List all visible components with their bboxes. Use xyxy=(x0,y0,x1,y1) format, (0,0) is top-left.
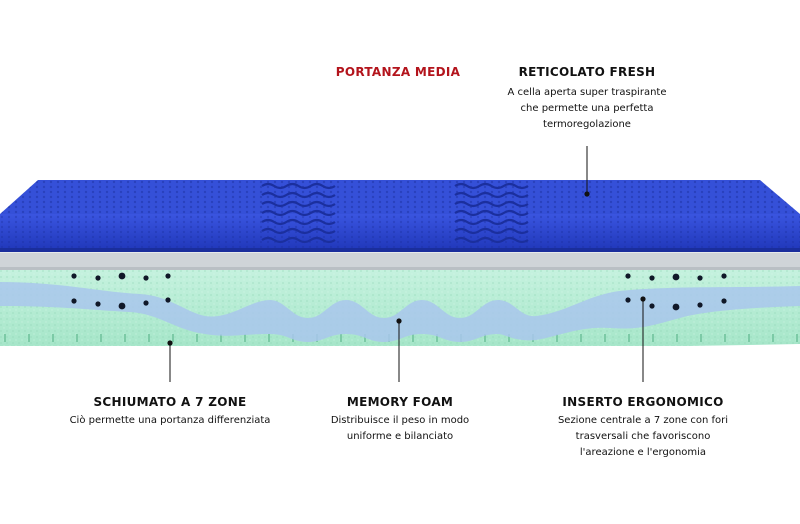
leader-lines xyxy=(169,146,644,382)
callout-title: SCHIUMATO A 7 ZONE xyxy=(93,395,247,409)
callout-zones: SCHIUMATO A 7 ZONE Ciò permette una port… xyxy=(50,394,290,429)
vent-hole xyxy=(649,275,655,281)
vent-hole xyxy=(649,303,655,309)
foam-notch xyxy=(748,334,750,342)
foam-notch xyxy=(772,334,774,342)
vent-hole xyxy=(95,301,101,307)
grey-comfort-layer xyxy=(0,250,800,270)
wave-line xyxy=(261,209,336,217)
wave-line xyxy=(261,191,336,199)
leader-dots xyxy=(167,191,646,346)
leader-dot-insert xyxy=(640,296,646,302)
foam-notch xyxy=(28,334,30,342)
foam-notch xyxy=(412,334,414,342)
ventilation-holes xyxy=(71,272,727,311)
blue-top-layer xyxy=(0,180,800,252)
vent-hole xyxy=(625,297,631,303)
wave-line xyxy=(261,200,336,208)
foam-notch xyxy=(172,334,174,342)
wave-line xyxy=(261,218,336,226)
wave-channels xyxy=(261,182,529,244)
vent-hole xyxy=(118,302,126,310)
wave-line xyxy=(261,236,336,244)
vent-hole xyxy=(672,273,680,281)
callout-line: l'areazione e l'ergonomia xyxy=(579,447,707,458)
vent-hole xyxy=(143,275,149,281)
vent-hole xyxy=(143,300,149,306)
foam-notch xyxy=(652,334,654,342)
vent-hole xyxy=(697,275,703,281)
foam-notch xyxy=(796,334,798,342)
callout-title: MEMORY FOAM xyxy=(346,395,454,409)
callout-line: A cella aperta super traspirante xyxy=(507,87,667,98)
callout-line: trasversali che favoriscono xyxy=(575,431,711,442)
foam-notch xyxy=(244,334,246,342)
load-badge: PORTANZA MEDIA xyxy=(335,65,461,79)
vent-hole xyxy=(721,273,727,279)
wave-line xyxy=(454,191,529,199)
vent-hole xyxy=(165,273,171,279)
foam-notch xyxy=(436,334,438,342)
callout-title: RETICOLATO FRESH xyxy=(518,65,656,79)
wave-line xyxy=(454,218,529,226)
foam-notch xyxy=(124,334,126,342)
vent-hole xyxy=(672,303,680,311)
foam-notch xyxy=(484,334,486,342)
foam-notch xyxy=(148,334,150,342)
wave-line xyxy=(454,236,529,244)
memory-foam-band xyxy=(0,282,800,342)
foam-notch xyxy=(220,334,222,342)
vent-hole xyxy=(71,273,77,279)
callout-top-layer: RETICOLATO FRESH A cella aperta super tr… xyxy=(475,64,699,133)
foam-notch xyxy=(580,334,582,342)
vent-hole xyxy=(95,275,101,281)
foam-notch xyxy=(268,334,270,342)
foam-notch xyxy=(628,334,630,342)
callout-line: che permette una perfetta xyxy=(520,103,654,114)
leader-dot-memory xyxy=(396,318,402,324)
foam-notch xyxy=(364,334,366,342)
foam-notch xyxy=(196,334,198,342)
wave-line xyxy=(261,182,336,190)
vent-hole xyxy=(697,302,703,308)
wave-line xyxy=(261,227,336,235)
foam-notch xyxy=(604,334,606,342)
foam-notch xyxy=(556,334,558,342)
foam-notch xyxy=(76,334,78,342)
foam-notch xyxy=(100,334,102,342)
callout-line: Ciò permette una portanza differenziata xyxy=(69,415,271,426)
foam-notch xyxy=(724,334,726,342)
wave-line xyxy=(454,182,529,190)
vent-hole xyxy=(625,273,631,279)
vent-hole xyxy=(71,298,77,304)
foam-notch xyxy=(52,334,54,342)
callout-insert: INSERTO ERGONOMICO Sezione centrale a 7 … xyxy=(528,394,758,461)
vent-hole xyxy=(721,298,727,304)
wave-line xyxy=(454,227,529,235)
leader-dot-zones xyxy=(167,340,173,346)
callout-line: Distribuisce il peso in modo xyxy=(330,415,470,426)
callout-title: INSERTO ERGONOMICO xyxy=(562,395,724,409)
callout-line: uniforme e bilanciato xyxy=(346,431,454,442)
callout-line: Sezione centrale a 7 zone con fori xyxy=(557,415,729,426)
wave-line xyxy=(454,209,529,217)
foam-notch xyxy=(340,334,342,342)
foam-notch xyxy=(508,334,510,342)
callout-line: termoregolazione xyxy=(543,119,631,130)
vent-hole xyxy=(165,297,171,303)
callout-memory: MEMORY FOAM Distribuisce il peso in modo… xyxy=(300,394,500,445)
wave-line xyxy=(454,200,529,208)
leader-dot-top xyxy=(584,191,590,197)
foam-notch xyxy=(676,334,678,342)
vent-hole xyxy=(118,272,126,280)
foam-notch xyxy=(4,334,6,342)
foam-notch xyxy=(700,334,702,342)
